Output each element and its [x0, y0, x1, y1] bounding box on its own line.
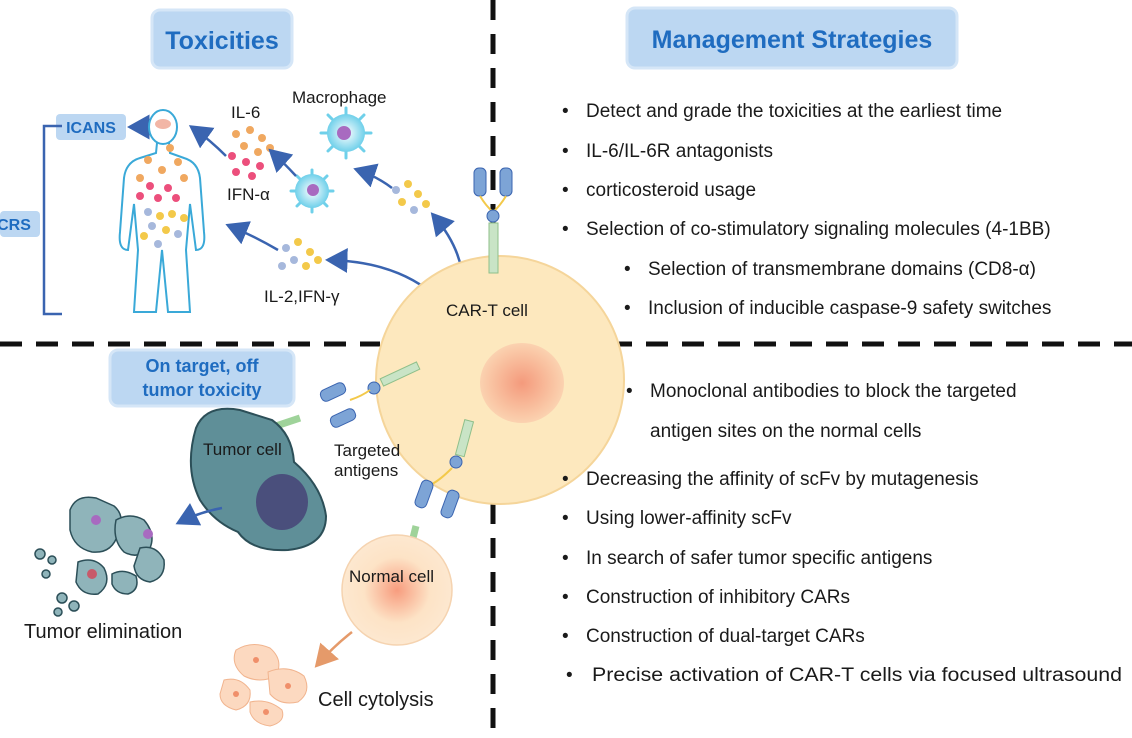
cell-cytolysis-label: Cell cytolysis [318, 689, 434, 711]
body-cytokine-dots [136, 144, 188, 248]
bullet-icon: • [562, 508, 569, 529]
bullet-icon: • [624, 259, 631, 280]
bullet-icon: • [562, 587, 569, 608]
management-header: Management Strategies [625, 6, 959, 70]
macrophage-label: Macrophage [292, 88, 387, 107]
tumor-to-elimination-arrow [175, 502, 223, 526]
tumor-cell-label: Tumor cell [203, 440, 282, 459]
bullet-icon: • [562, 219, 569, 240]
bullet-icon: • [626, 381, 633, 402]
car-receptor-left [319, 361, 421, 428]
strategy-bottom-item: Construction of dual-target CARs [586, 626, 865, 647]
car-receptor-top [473, 167, 513, 274]
il2-cytokine-dots [278, 238, 322, 270]
strategy-top-item: Detect and grade the toxicities at the e… [586, 101, 1002, 122]
svg-text:CRS: CRS [0, 217, 31, 234]
crs-label: CRS [0, 211, 40, 237]
human-body-icon [118, 109, 206, 313]
targeted-antigens-line2: antigens [334, 461, 398, 480]
ifn-alpha-label: IFN-α [227, 185, 270, 204]
normal-to-cytolysis-arrow [314, 631, 353, 668]
tumor-elimination-fragments [34, 496, 165, 617]
cytokine-to-body-arrow-upper [188, 125, 227, 157]
bullet-icon: • [562, 101, 569, 122]
strategy-bottom-item: Decreasing the affinity of scFv by mutag… [586, 469, 979, 490]
icans-label: ICANS [56, 114, 126, 140]
car-receptor-bottom [414, 418, 475, 519]
car-t-cell-label: CAR-T cell [446, 301, 528, 320]
bullet-icon: • [562, 180, 569, 201]
strategy-bottom-item: Using lower-affinity scFv [586, 508, 792, 529]
strategy-bottom-item: In search of safer tumor specific antige… [586, 548, 932, 569]
tumor-elimination-label: Tumor elimination [24, 621, 182, 643]
strategy-top-item: Selection of transmembrane domains (CD8-… [648, 259, 1036, 280]
il2-to-body-arrow [225, 221, 279, 252]
on-target-title-line2: tumor toxicity [142, 380, 261, 400]
car-t-cell [375, 255, 625, 505]
bullet-icon: • [562, 548, 569, 569]
bullet-icon: • [566, 665, 573, 686]
strategy-top-item: Selection of co-stimulatory signaling mo… [586, 219, 1051, 240]
strategy-top-item: IL-6/IL-6R antagonists [586, 141, 773, 162]
macrophage-cytokine-dots [392, 180, 430, 214]
toxicities-header: Toxicities [150, 8, 294, 70]
management-title: Management Strategies [652, 26, 933, 54]
bullet-icon: • [624, 298, 631, 319]
il6-label: IL-6 [231, 103, 260, 122]
strategy-top-item: Inclusion of inducible caspase-9 safety … [648, 298, 1051, 319]
il2-ifn-gamma-label: IL-2,IFN-γ [264, 287, 340, 306]
strategies-top-list: • Detect and grade the toxicities at the… [562, 101, 1051, 319]
tumor-cell [189, 407, 328, 552]
macrophage-icon [289, 106, 373, 214]
svg-text:ICANS: ICANS [66, 120, 116, 137]
bullet-icon: • [562, 626, 569, 647]
normal-cell-label: Normal cell [349, 567, 434, 586]
il6-cytokine-dots [228, 126, 274, 180]
macrophage-to-cytokine-arrow [268, 148, 297, 177]
on-target-header: On target, off tumor toxicity [108, 348, 296, 408]
strategy-bottom-item: Precise activation of CAR-T cells via fo… [592, 665, 1122, 686]
bullet-icon: • [562, 469, 569, 490]
strategy-bottom-item: Construction of inhibitory CARs [586, 587, 850, 608]
normal-cell [341, 534, 453, 646]
strategy-bottom-item: antigen sites on the normal cells [650, 421, 921, 442]
toxicities-title: Toxicities [165, 27, 278, 55]
strategy-bottom-item: Monoclonal antibodies to block the targe… [650, 381, 1017, 402]
targeted-antigens-line1: Targeted [334, 441, 400, 460]
dots-to-macrophage-arrow [353, 163, 393, 190]
crs-bracket [42, 124, 62, 316]
strategies-bottom-list: • Monoclonal antibodies to block the tar… [562, 381, 1122, 686]
strategy-top-item: corticosteroid usage [586, 180, 756, 201]
tumor-antigen-bar [274, 414, 302, 430]
on-target-title-line1: On target, off [146, 356, 260, 376]
cell-cytolysis-fragments [219, 644, 308, 727]
bullet-icon: • [562, 141, 569, 162]
